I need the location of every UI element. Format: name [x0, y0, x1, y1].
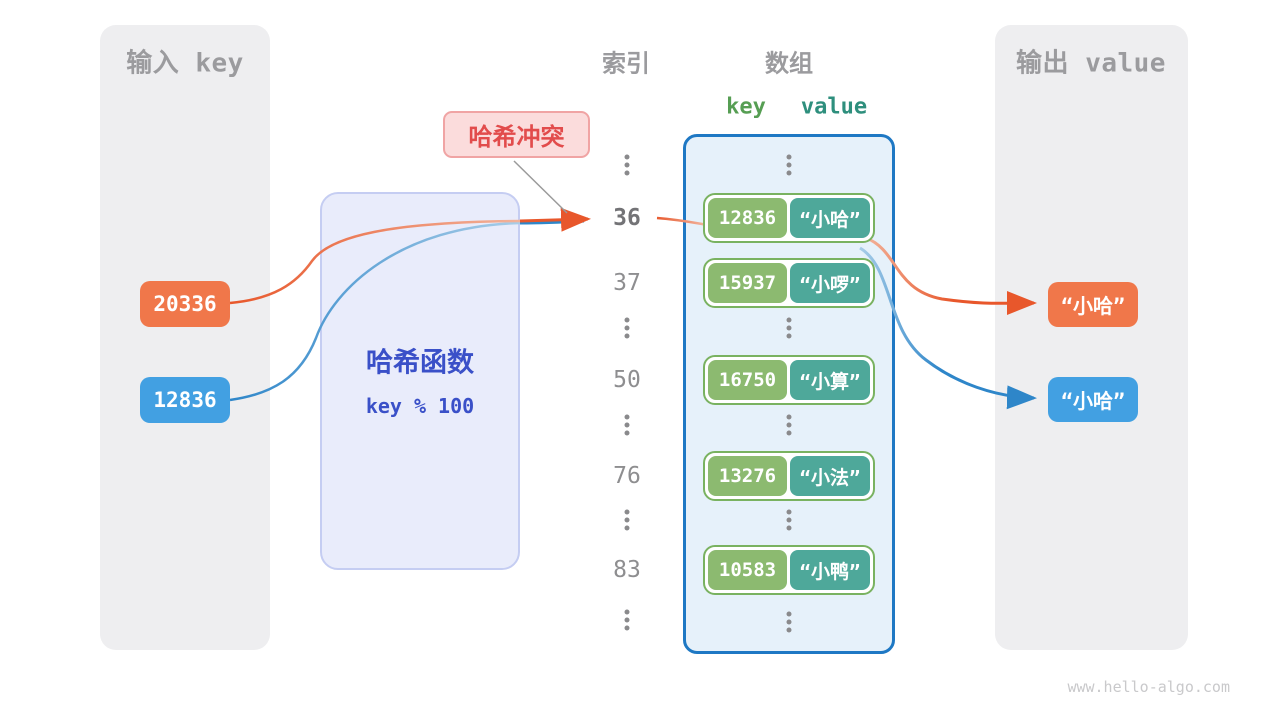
hash-collision-label: 哈希冲突	[443, 111, 590, 158]
bucket-row-50: 16750 “小算”	[703, 355, 875, 405]
ellipsis-icon	[786, 154, 792, 176]
ellipsis-icon	[786, 509, 792, 531]
bucket-value: “小鸭”	[790, 550, 870, 590]
index-37: 37	[613, 270, 641, 296]
ellipsis-icon	[624, 609, 630, 631]
ellipsis-icon	[786, 611, 792, 633]
output-panel	[995, 25, 1188, 650]
ellipsis-icon	[786, 317, 792, 339]
ellipsis-icon	[624, 154, 630, 176]
output-panel-title: 输出 value	[1016, 48, 1166, 79]
hash-function-title: 哈希函数	[366, 347, 474, 379]
index-76: 76	[613, 463, 641, 489]
ellipsis-icon	[624, 414, 630, 436]
input-panel-title: 输入 key	[126, 48, 244, 79]
hash-function-formula: key % 100	[365, 394, 475, 418]
bucket-value: “小算”	[790, 360, 870, 400]
key-subheader: key	[726, 94, 766, 120]
input-key-20336: 20336	[140, 281, 230, 327]
bucket-row-36: 12836 “小哈”	[703, 193, 875, 243]
ellipsis-icon	[624, 509, 630, 531]
bucket-value: “小哈”	[790, 198, 870, 238]
bucket-key: 12836	[708, 198, 787, 238]
input-key-12836: 12836	[140, 377, 230, 423]
output-value-orange: “小哈”	[1048, 282, 1138, 327]
bucket-value: “小法”	[790, 456, 870, 496]
bucket-key: 13276	[708, 456, 787, 496]
wire-hash-to-index-blue	[519, 219, 585, 225]
index-83: 83	[613, 557, 641, 583]
index-36: 36	[613, 205, 641, 231]
value-subheader: value	[800, 94, 868, 120]
site-watermark: www.hello-algo.com	[1067, 678, 1230, 696]
array-column-header: 数组	[765, 49, 813, 78]
ellipsis-icon	[624, 317, 630, 339]
index-column-header: 索引	[602, 49, 650, 78]
bucket-row-37: 15937 “小啰”	[703, 258, 875, 308]
ellipsis-icon	[786, 414, 792, 436]
collision-callout-line	[513, 160, 568, 214]
bucket-key: 16750	[708, 360, 787, 400]
bucket-row-76: 13276 “小法”	[703, 451, 875, 501]
output-value-blue: “小哈”	[1048, 377, 1138, 422]
index-50: 50	[613, 367, 641, 393]
input-panel	[100, 25, 270, 650]
bucket-value: “小啰”	[790, 263, 870, 303]
bucket-row-83: 10583 “小鸭”	[703, 545, 875, 595]
arrow-hash-to-index-36	[519, 207, 591, 232]
hash-function-box	[320, 192, 520, 570]
bucket-key: 15937	[708, 263, 787, 303]
bucket-key: 10583	[708, 550, 787, 590]
